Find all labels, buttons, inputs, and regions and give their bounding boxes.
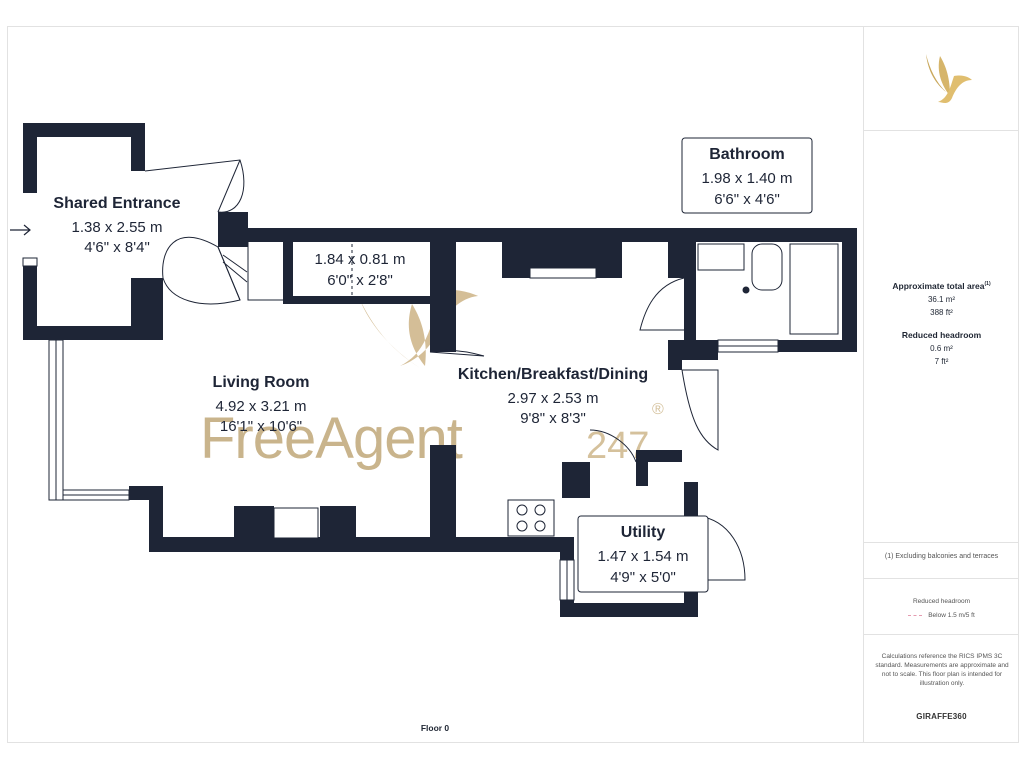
bird-logo-icon — [926, 54, 972, 103]
room-labels: Shared Entrance 1.38 x 2.55 m 4'6" x 8'4… — [53, 146, 792, 586]
headroom-legend: Reduced headroom Below 1.5 m/5 ft — [864, 595, 1019, 623]
fixtures — [273, 243, 839, 539]
utility-metric: 1.47 x 1.54 m — [598, 548, 689, 565]
bathroom-metric: 1.98 x 1.40 m — [702, 170, 793, 187]
dashed-line-icon — [908, 614, 923, 616]
reduced-headroom-ft2: 7 ft² — [934, 356, 949, 366]
bathroom-title: Bathroom — [709, 146, 785, 163]
shared-entrance-metric: 1.38 x 2.55 m — [72, 219, 163, 236]
hob — [507, 499, 555, 537]
divider — [864, 578, 1019, 579]
watermark-registered-mark: ® — [652, 401, 664, 418]
total-area-m2: 36.1 m² — [927, 294, 956, 304]
reduced-headroom-heading: Reduced headroom — [901, 329, 982, 340]
entrance-arrow-icon — [10, 224, 31, 236]
kitchen-imperial: 9'8" x 8'3" — [520, 410, 586, 427]
radiator — [273, 507, 319, 539]
shared-entrance-imperial: 4'6" x 8'4" — [84, 239, 150, 256]
kitchen-title: Kitchen/Breakfast/Dining — [458, 366, 648, 383]
reduced-headroom-m2: 0.6 m² — [930, 343, 953, 353]
divider — [864, 542, 1019, 543]
utility-title: Utility — [621, 524, 666, 541]
utility-imperial: 4'9" x 5'0" — [610, 569, 676, 586]
divider — [864, 634, 1019, 635]
shared-entrance-title: Shared Entrance — [53, 195, 180, 212]
side-panel: Approximate total area(1) 36.1 m² 388 ft… — [863, 26, 1019, 743]
windows — [22, 257, 779, 601]
store-imperial: 6'0" x 2'8" — [327, 272, 393, 289]
living-room-title: Living Room — [213, 374, 310, 391]
utility-label-box — [577, 515, 709, 593]
floor-plan: FreeAgent 247 ® — [10, 123, 857, 617]
shower — [789, 243, 839, 335]
brand-logo — [864, 26, 1019, 130]
kitchen-metric: 2.97 x 2.53 m — [508, 390, 599, 407]
watermark-text: FreeAgent — [200, 406, 463, 471]
living-room-imperial: 16'1" x 10'6" — [220, 418, 302, 435]
legend-item: Below 1.5 m/5 ft — [864, 609, 1019, 623]
bathroom-imperial: 6'6" x 4'6" — [714, 191, 780, 208]
store-metric: 1.84 x 0.81 m — [315, 251, 406, 268]
floor-label: Floor 0 — [420, 723, 450, 733]
living-room-metric: 4.92 x 3.21 m — [216, 398, 307, 415]
toilet — [751, 243, 783, 291]
basin — [697, 243, 745, 271]
floorplan-sheet — [7, 26, 1019, 743]
brand-name: GIRAFFE360 — [916, 712, 967, 721]
exclusion-note: (1) Excluding balconies and terraces — [884, 553, 999, 560]
divider — [864, 130, 1019, 131]
area-summary: Approximate total area(1) 36.1 m² 388 ft… — [864, 278, 1019, 368]
legend-title: Reduced headroom — [912, 598, 971, 605]
bathroom-label-box — [681, 137, 813, 214]
doors — [144, 159, 746, 581]
calculation-note: Calculations reference the RICS IPMS 3C … — [875, 653, 1009, 687]
worktop-unit — [529, 267, 597, 279]
total-area-ft2: 388 ft² — [930, 307, 953, 317]
total-area-heading: Approximate total area(1) — [892, 280, 991, 291]
